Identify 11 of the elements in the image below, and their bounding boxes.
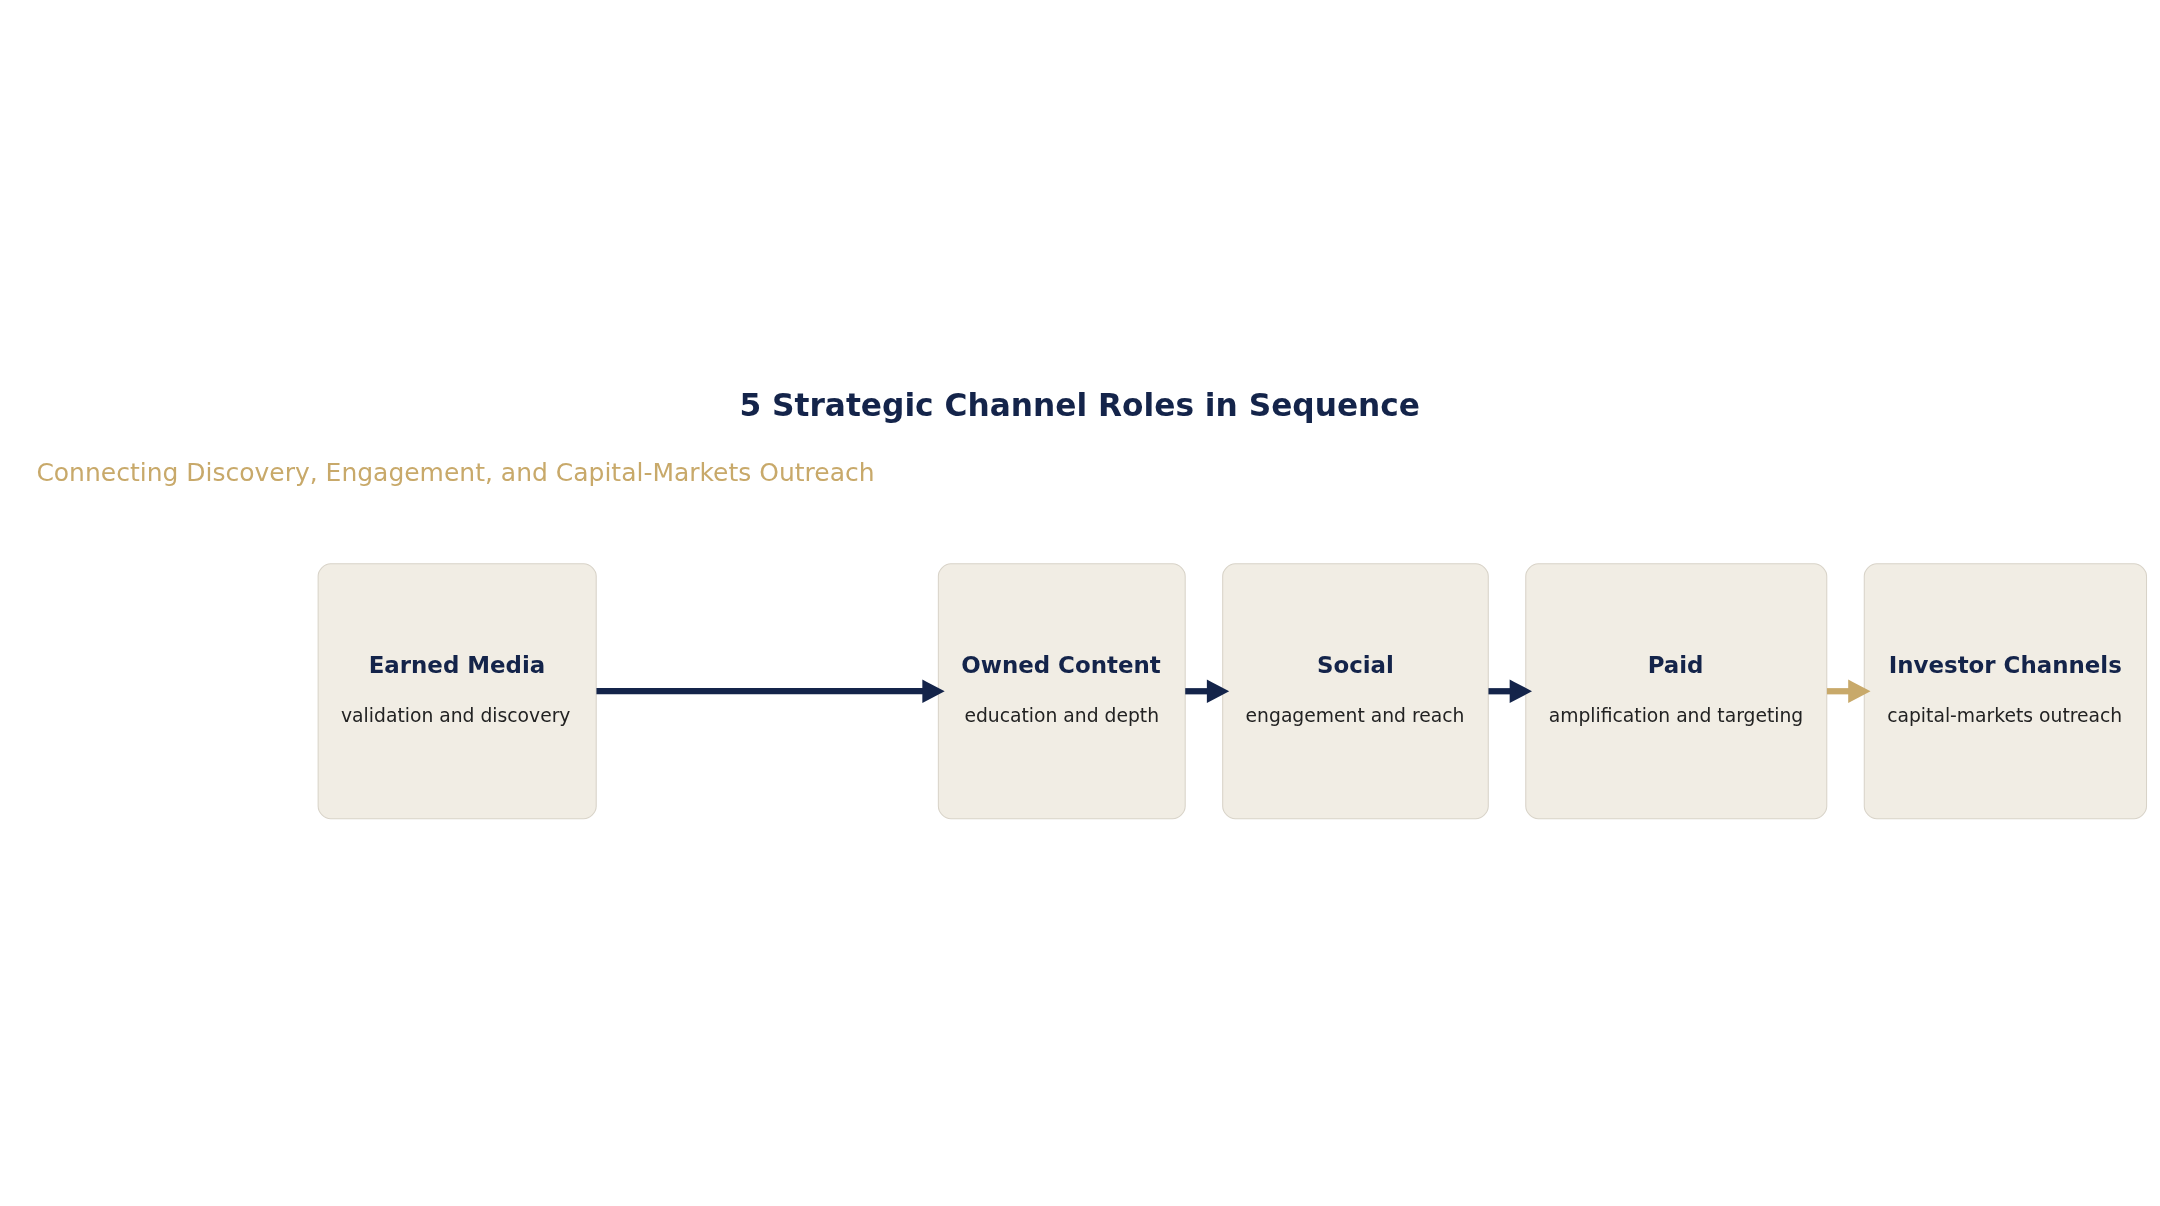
arrow xyxy=(1185,679,1230,703)
node-box: Owned Content education and depth xyxy=(937,562,1186,819)
node-box: Social engagement and reach xyxy=(1222,562,1489,819)
node-box: Paid amplification and targeting xyxy=(1525,562,1828,819)
arrow xyxy=(596,679,945,703)
arrow xyxy=(1826,679,1871,703)
node-box: Investor Channels capital-markets outreach xyxy=(1863,562,2148,819)
label: Connecting Discovery, Engagement, and Capital-Markets Outreach xyxy=(36,457,875,487)
arrow xyxy=(1488,679,1532,703)
diagram-title: 5 Strategic Channel Roles in Sequence xyxy=(739,386,1421,423)
node-box: Earned Media validation and discovery xyxy=(317,562,597,819)
